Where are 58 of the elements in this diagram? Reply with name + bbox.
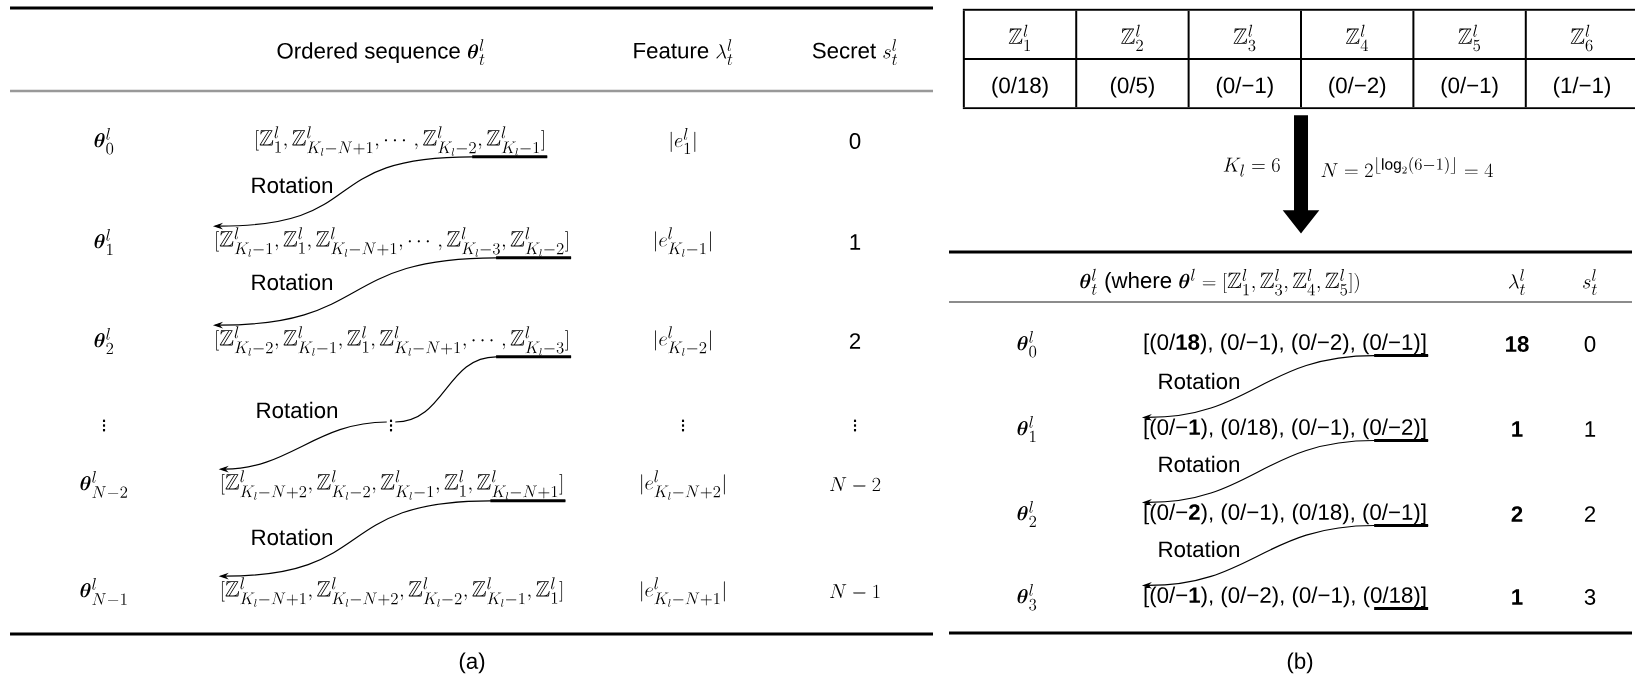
row-label: $\boldsymbol{\theta}_1^l$ (94, 228, 113, 256)
secret-value: 0 (849, 133, 861, 149)
sequence-row: [(0/18), (0/−1), (0/−2), (0/−1)] (1144, 333, 1426, 355)
row-label: $\boldsymbol{\theta}_2^l$ (94, 327, 114, 355)
secret-value: 2 (849, 333, 861, 349)
formula: $N=2^{\lfloor\log_2(6-1)\rfloor}=4$ (1321, 157, 1494, 177)
sequence-row: $[\mathbb{Z}_{K_l-N+1}^l, \mathbb{Z}_{K_l-N+2}^l, \mathbb{Z}_{K_l-2}^l, \mathbb{Z}_{K_l-1}^l, \mathbb{Z}_1^l]$ (221, 577, 563, 607)
sequence-row: [(0/−2), (0/−1), (0/18), (0/−1)] (1144, 503, 1426, 525)
secret-value: $N-1$ (829, 584, 880, 599)
row-label: $\boldsymbol{\theta}_{N-1}^l$ (80, 577, 127, 605)
ellipsis: $\vdots$ (681, 419, 685, 432)
feature-value: $|e_{K_l-2}^l|$ (655, 326, 711, 356)
column-header: $\boldsymbol{\theta}_t^l\text{ (where }\boldsymbol{\theta}^l=[\mathbb{Z}_1^l, \mathbb{Z}_3^l, \mathbb{Z}_4^l, \mathbb{Z}_5^l])$ (1080, 268, 1359, 296)
column-header: $s_t^l$ (1583, 269, 1597, 295)
secret-value: 1 (1585, 421, 1596, 437)
sequence-row: [(0/−1), (0/18), (0/−1), (0/−2)] (1144, 418, 1426, 440)
column-header: $\text{Ordered sequence }\boldsymbol{\theta}_t^l$ (277, 39, 485, 65)
column-header: $\text{Secret }s_t^l$ (812, 39, 898, 65)
secret-value: 3 (1584, 589, 1596, 605)
edge-label: Rotation (249, 175, 335, 195)
feature-value: $|e_{K_l-N+2}^l|$ (641, 470, 725, 500)
edge-label: Rotation (249, 272, 335, 292)
edge-label: Rotation (254, 400, 340, 420)
row-label: $\boldsymbol{\theta}_2^l$ (1017, 500, 1036, 528)
sequence-row: $[\mathbb{Z}_{K_l-N+2}^l, \mathbb{Z}_{K_l-2}^l, \mathbb{Z}_{K_l-1}^l, \mathbb{Z}_1^l, \mathbb{Z}_{K_l-N+1}^l]$ (221, 470, 563, 500)
row-label: $\boldsymbol{\theta}_0^l$ (1017, 330, 1037, 358)
feature-value: 2 (1511, 506, 1523, 522)
secret-value: $N-2$ (829, 477, 881, 492)
sequence-row: $[\mathbb{Z}_{K_l-1}^l, \mathbb{Z}_1^l, \mathbb{Z}_{K_l-N+1}^l, \cdots, \mathbb{Z}_{K_l-3}^l, \mathbb{Z}_{K_l-2}^l]$ (216, 227, 568, 257)
feature-value: 18 (1506, 336, 1529, 352)
secret-value: 2 (1584, 506, 1596, 522)
secret-value: 1 (850, 234, 861, 250)
secret-value: 0 (1584, 336, 1596, 352)
feature-value: $|e_{K_l-N+1}^l|$ (641, 577, 725, 607)
caption: (a) (459, 652, 485, 674)
edge-label: Rotation (1156, 371, 1242, 391)
row-label: $\boldsymbol{\theta}_{N-2}^l$ (80, 470, 128, 498)
row-label: $\boldsymbol{\theta}_1^l$ (1017, 415, 1036, 443)
data-table: $\mathbb{Z}_1^l$ $\mathbb{Z}_2^l$ $\mathbb{Z}_3^l$ $\mathbb{Z}_4^l$ $\mathbb{Z}_5^l$ $\mathbb{Z}_6^l$ (0/18) (0/5) (0/−1) (0/−2) (0/−1) (1/−1) (961, 8, 1635, 110)
edge-label: Rotation (1156, 454, 1242, 474)
column-header: $\lambda_t^l$ (1509, 269, 1525, 295)
ellipsis: $\vdots$ (853, 419, 857, 432)
sequence-row: $[\mathbb{Z}_{K_l-2}^l, \mathbb{Z}_{K_l-1}^l, \mathbb{Z}_1^l, \mathbb{Z}_{K_l-N+1}^l, \cdots, \mathbb{Z}_{K_l-3}^l]$ (216, 326, 568, 356)
sequence-row: $[\mathbb{Z}_1^l, \mathbb{Z}_{K_l-N+1}^l, \cdots, \mathbb{Z}_{K_l-2}^l, \mathbb{Z}_{K_l-1}^l]$ (256, 126, 544, 156)
row-label: $\boldsymbol{\theta}_3^l$ (1017, 583, 1037, 611)
row-label: $\boldsymbol{\theta}_0^l$ (94, 127, 114, 155)
feature-value: $|e_1^l|$ (670, 127, 696, 155)
edge-label: $K_l=6$ (1221, 156, 1282, 178)
ellipsis: $\vdots$ (389, 419, 393, 432)
column-header: $\text{Feature }\lambda_t^l$ (634, 39, 733, 65)
sequence-row: [(0/−1), (0/−2), (0/−1), (0/18)] (1144, 586, 1426, 608)
feature-value: 1 (1512, 421, 1523, 437)
feature-value: 1 (1512, 589, 1523, 605)
ellipsis: $\vdots$ (102, 419, 106, 432)
feature-value: $|e_{K_l-1}^l|$ (655, 227, 711, 257)
caption: (b) (1287, 652, 1313, 674)
edge-label: Rotation (249, 527, 335, 547)
edge-label: Rotation (1156, 539, 1242, 559)
